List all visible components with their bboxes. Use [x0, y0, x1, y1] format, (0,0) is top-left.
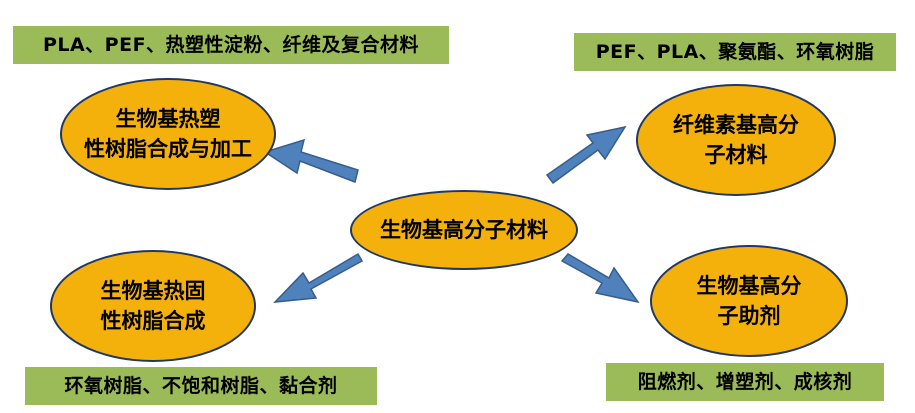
center-node: 生物基高分子材料	[350, 190, 578, 270]
node-thermoset-line-2: 性树脂合成	[100, 309, 206, 333]
node-thermoplastic: 生物基热塑 性树脂合成与加工	[60, 78, 276, 190]
node-additive: 生物基高分 子助剂	[650, 245, 848, 357]
label-thermoplastic: PLA、PEF、热塑性淀粉、纤维及复合材料	[13, 26, 449, 64]
node-additive-line-1: 生物基高分	[696, 274, 802, 298]
label-thermoset: 环氧树脂、不饱和树脂、黏合剂	[25, 367, 377, 405]
arrow-to-additive	[560, 253, 640, 304]
arrow-to-thermoset	[273, 252, 364, 303]
node-thermoplastic-line-1: 生物基热塑	[115, 107, 221, 131]
node-cellulose-line-2: 子材料	[704, 143, 768, 167]
node-thermoset: 生物基热固 性树脂合成	[50, 250, 256, 362]
node-additive-line-2: 子助剂	[717, 304, 781, 328]
node-cellulose: 纤维素基高分 子材料	[636, 84, 836, 196]
arrow-to-cellulose	[545, 125, 627, 185]
node-thermoset-line-1: 生物基热固	[100, 279, 206, 303]
arrow-to-thermoplastic	[263, 138, 359, 184]
center-node-label: 生物基高分子材料	[380, 218, 548, 242]
label-additive: 阻燃剂、增塑剂、成核剂	[606, 363, 884, 401]
node-thermoplastic-line-2: 性树脂合成与加工	[84, 137, 252, 161]
label-cellulose: PEF、PLA、聚氨酯、环氧树脂	[574, 33, 896, 71]
node-cellulose-line-1: 纤维素基高分	[673, 113, 799, 137]
